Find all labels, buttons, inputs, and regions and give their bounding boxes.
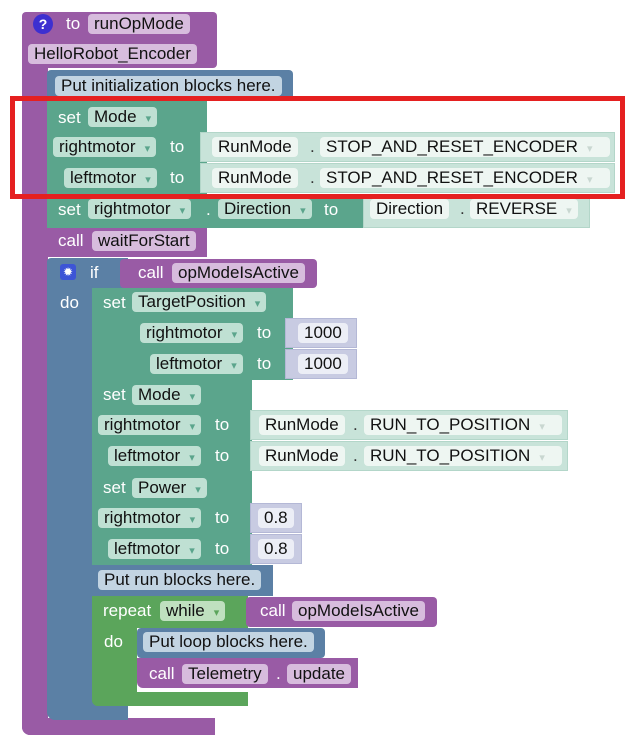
property-dropdown[interactable]: Mode <box>132 385 202 405</box>
dot: . <box>310 168 315 187</box>
init-comment[interactable]: Put initialization blocks here. <box>55 76 282 96</box>
enum-value-dropdown[interactable]: REVERSE <box>470 199 578 219</box>
enum-value-dropdown[interactable]: RUN_TO_POSITION <box>364 446 562 466</box>
procedure-arm <box>22 60 48 735</box>
class-name[interactable]: HelloRobot_Encoder <box>28 44 197 64</box>
to-label: to <box>215 415 230 434</box>
dot: . <box>276 664 281 683</box>
to-label: to <box>257 323 272 342</box>
gear-icon[interactable]: ✹ <box>60 264 76 280</box>
to-label: to <box>215 508 230 527</box>
set-label: set <box>103 385 126 404</box>
motor-dropdown[interactable]: leftmotor <box>108 446 201 466</box>
run-comment[interactable]: Put run blocks here. <box>98 570 262 590</box>
function-name[interactable]: opModeIsActive <box>292 601 425 621</box>
dot: . <box>460 199 465 218</box>
do-label: do <box>104 632 123 651</box>
dot: . <box>206 200 211 219</box>
to-label: to <box>215 539 230 558</box>
dot: . <box>310 137 315 156</box>
set-label: set <box>103 478 126 497</box>
to-label: to <box>170 137 185 156</box>
motor-dropdown[interactable]: rightmotor <box>140 323 244 343</box>
loop-comment[interactable]: Put loop blocks here. <box>143 632 314 652</box>
enum-value-dropdown[interactable]: STOP_AND_RESET_ENCODER <box>320 137 610 157</box>
function-name[interactable]: waitForStart <box>92 231 196 251</box>
number-value[interactable]: 0.8 <box>258 508 294 528</box>
enum-type: RunMode <box>259 446 345 466</box>
number-value[interactable]: 1000 <box>298 323 348 343</box>
enum-type: RunMode <box>259 415 345 435</box>
if-label: if <box>90 263 99 282</box>
repeat-bottom <box>92 692 248 706</box>
number-value[interactable]: 0.8 <box>258 539 294 559</box>
motor-dropdown[interactable]: leftmotor <box>64 168 157 188</box>
to-label: to <box>324 200 339 219</box>
repeat-mode-dropdown[interactable]: while <box>160 601 226 621</box>
method-name[interactable]: update <box>287 664 351 684</box>
property-dropdown[interactable]: Direction <box>218 199 312 219</box>
enum-type: RunMode <box>212 137 298 157</box>
dot: . <box>353 415 358 434</box>
to-label: to <box>215 446 230 465</box>
to-label: to <box>170 168 185 187</box>
dot: . <box>353 446 358 465</box>
set-label: set <box>58 108 81 127</box>
property-dropdown[interactable]: Mode <box>88 107 158 127</box>
to-label: to <box>66 14 81 33</box>
enum-value-dropdown[interactable]: RUN_TO_POSITION <box>364 415 562 435</box>
number-value[interactable]: 1000 <box>298 354 348 374</box>
property-dropdown[interactable]: Power <box>132 478 207 498</box>
to-label: to <box>257 354 272 373</box>
motor-dropdown[interactable]: rightmotor <box>88 199 192 219</box>
motor-dropdown[interactable]: rightmotor <box>53 137 157 157</box>
help-icon[interactable]: ? <box>33 14 53 34</box>
function-name[interactable]: runOpMode <box>88 14 190 34</box>
set-label: set <box>103 293 126 312</box>
enum-value-dropdown[interactable]: STOP_AND_RESET_ENCODER <box>320 168 610 188</box>
repeat-label: repeat <box>103 601 152 620</box>
enum-type: RunMode <box>212 168 298 188</box>
enum-type: Direction <box>370 199 450 219</box>
call-label: call <box>260 601 286 620</box>
function-name[interactable]: opModeIsActive <box>172 263 305 283</box>
procedure-bottom <box>22 718 215 735</box>
call-label: call <box>149 664 175 683</box>
motor-dropdown[interactable]: leftmotor <box>108 539 201 559</box>
set-label: set <box>58 200 81 219</box>
call-label: call <box>58 231 84 250</box>
do-label: do <box>60 293 79 312</box>
property-dropdown[interactable]: TargetPosition <box>132 292 267 312</box>
object-name[interactable]: Telemetry <box>182 664 268 684</box>
motor-dropdown[interactable]: rightmotor <box>98 508 202 528</box>
motor-dropdown[interactable]: rightmotor <box>98 415 202 435</box>
highlight-box <box>10 96 625 199</box>
call-label: call <box>138 263 164 282</box>
motor-dropdown[interactable]: leftmotor <box>150 354 243 374</box>
